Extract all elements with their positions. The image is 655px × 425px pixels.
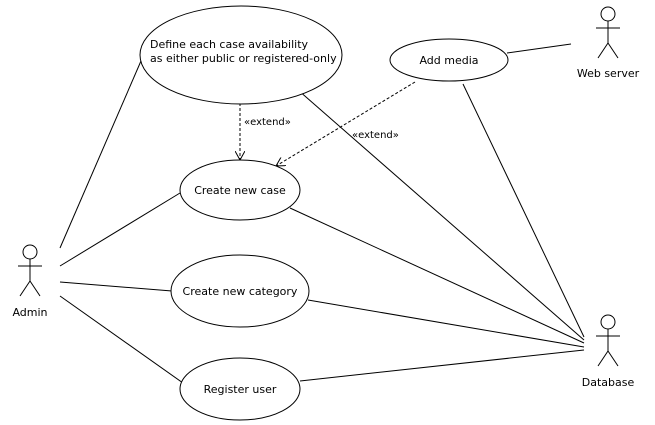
use-case-define-availability[interactable]: Define each case availability as either …: [139, 5, 343, 105]
stick-figure-icon: [596, 314, 620, 367]
association-admin-create-case: [59, 192, 181, 267]
actor-web-server[interactable]: Web server: [577, 6, 640, 80]
association-database-add-media: [462, 83, 585, 338]
actor-database-label: Database: [582, 376, 635, 389]
actor-admin-label: Admin: [12, 306, 47, 319]
use-case-define-availability-line-1: Define each case availability: [150, 38, 309, 51]
association-admin-create-category: [59, 281, 173, 292]
extend-label-left: «extend»: [244, 117, 291, 128]
extend-arrow-add-media-to-create-case: [276, 81, 416, 166]
use-case-register-user-label: Register user: [204, 383, 277, 396]
use-case-create-case-label: Create new case: [194, 184, 286, 197]
association-database-create-category: [307, 299, 585, 348]
use-case-add-media-label: Add media: [419, 54, 478, 67]
stick-figure-icon: [18, 244, 42, 297]
actor-web-server-label: Web server: [577, 67, 640, 80]
association-admin-define-availability: [59, 53, 145, 249]
use-case-define-availability-line-2: as either public or registered-only: [150, 52, 337, 65]
use-case-create-category[interactable]: Create new category: [170, 254, 310, 328]
actor-database[interactable]: Database: [582, 314, 635, 389]
association-admin-register-user: [59, 295, 184, 384]
use-case-create-case[interactable]: Create new case: [179, 159, 301, 221]
association-database-create-case: [289, 207, 585, 344]
association-webserver-add-media: [506, 43, 572, 54]
use-case-create-category-label: Create new category: [183, 285, 298, 298]
use-case-register-user[interactable]: Register user: [179, 357, 301, 421]
actor-admin[interactable]: Admin: [12, 244, 48, 319]
association-database-define-availability: [297, 89, 585, 341]
stick-figure-icon: [596, 6, 620, 59]
association-database-register-user: [299, 349, 585, 382]
use-case-add-media[interactable]: Add media: [389, 38, 509, 82]
extend-label-right: «extend»: [352, 130, 399, 141]
